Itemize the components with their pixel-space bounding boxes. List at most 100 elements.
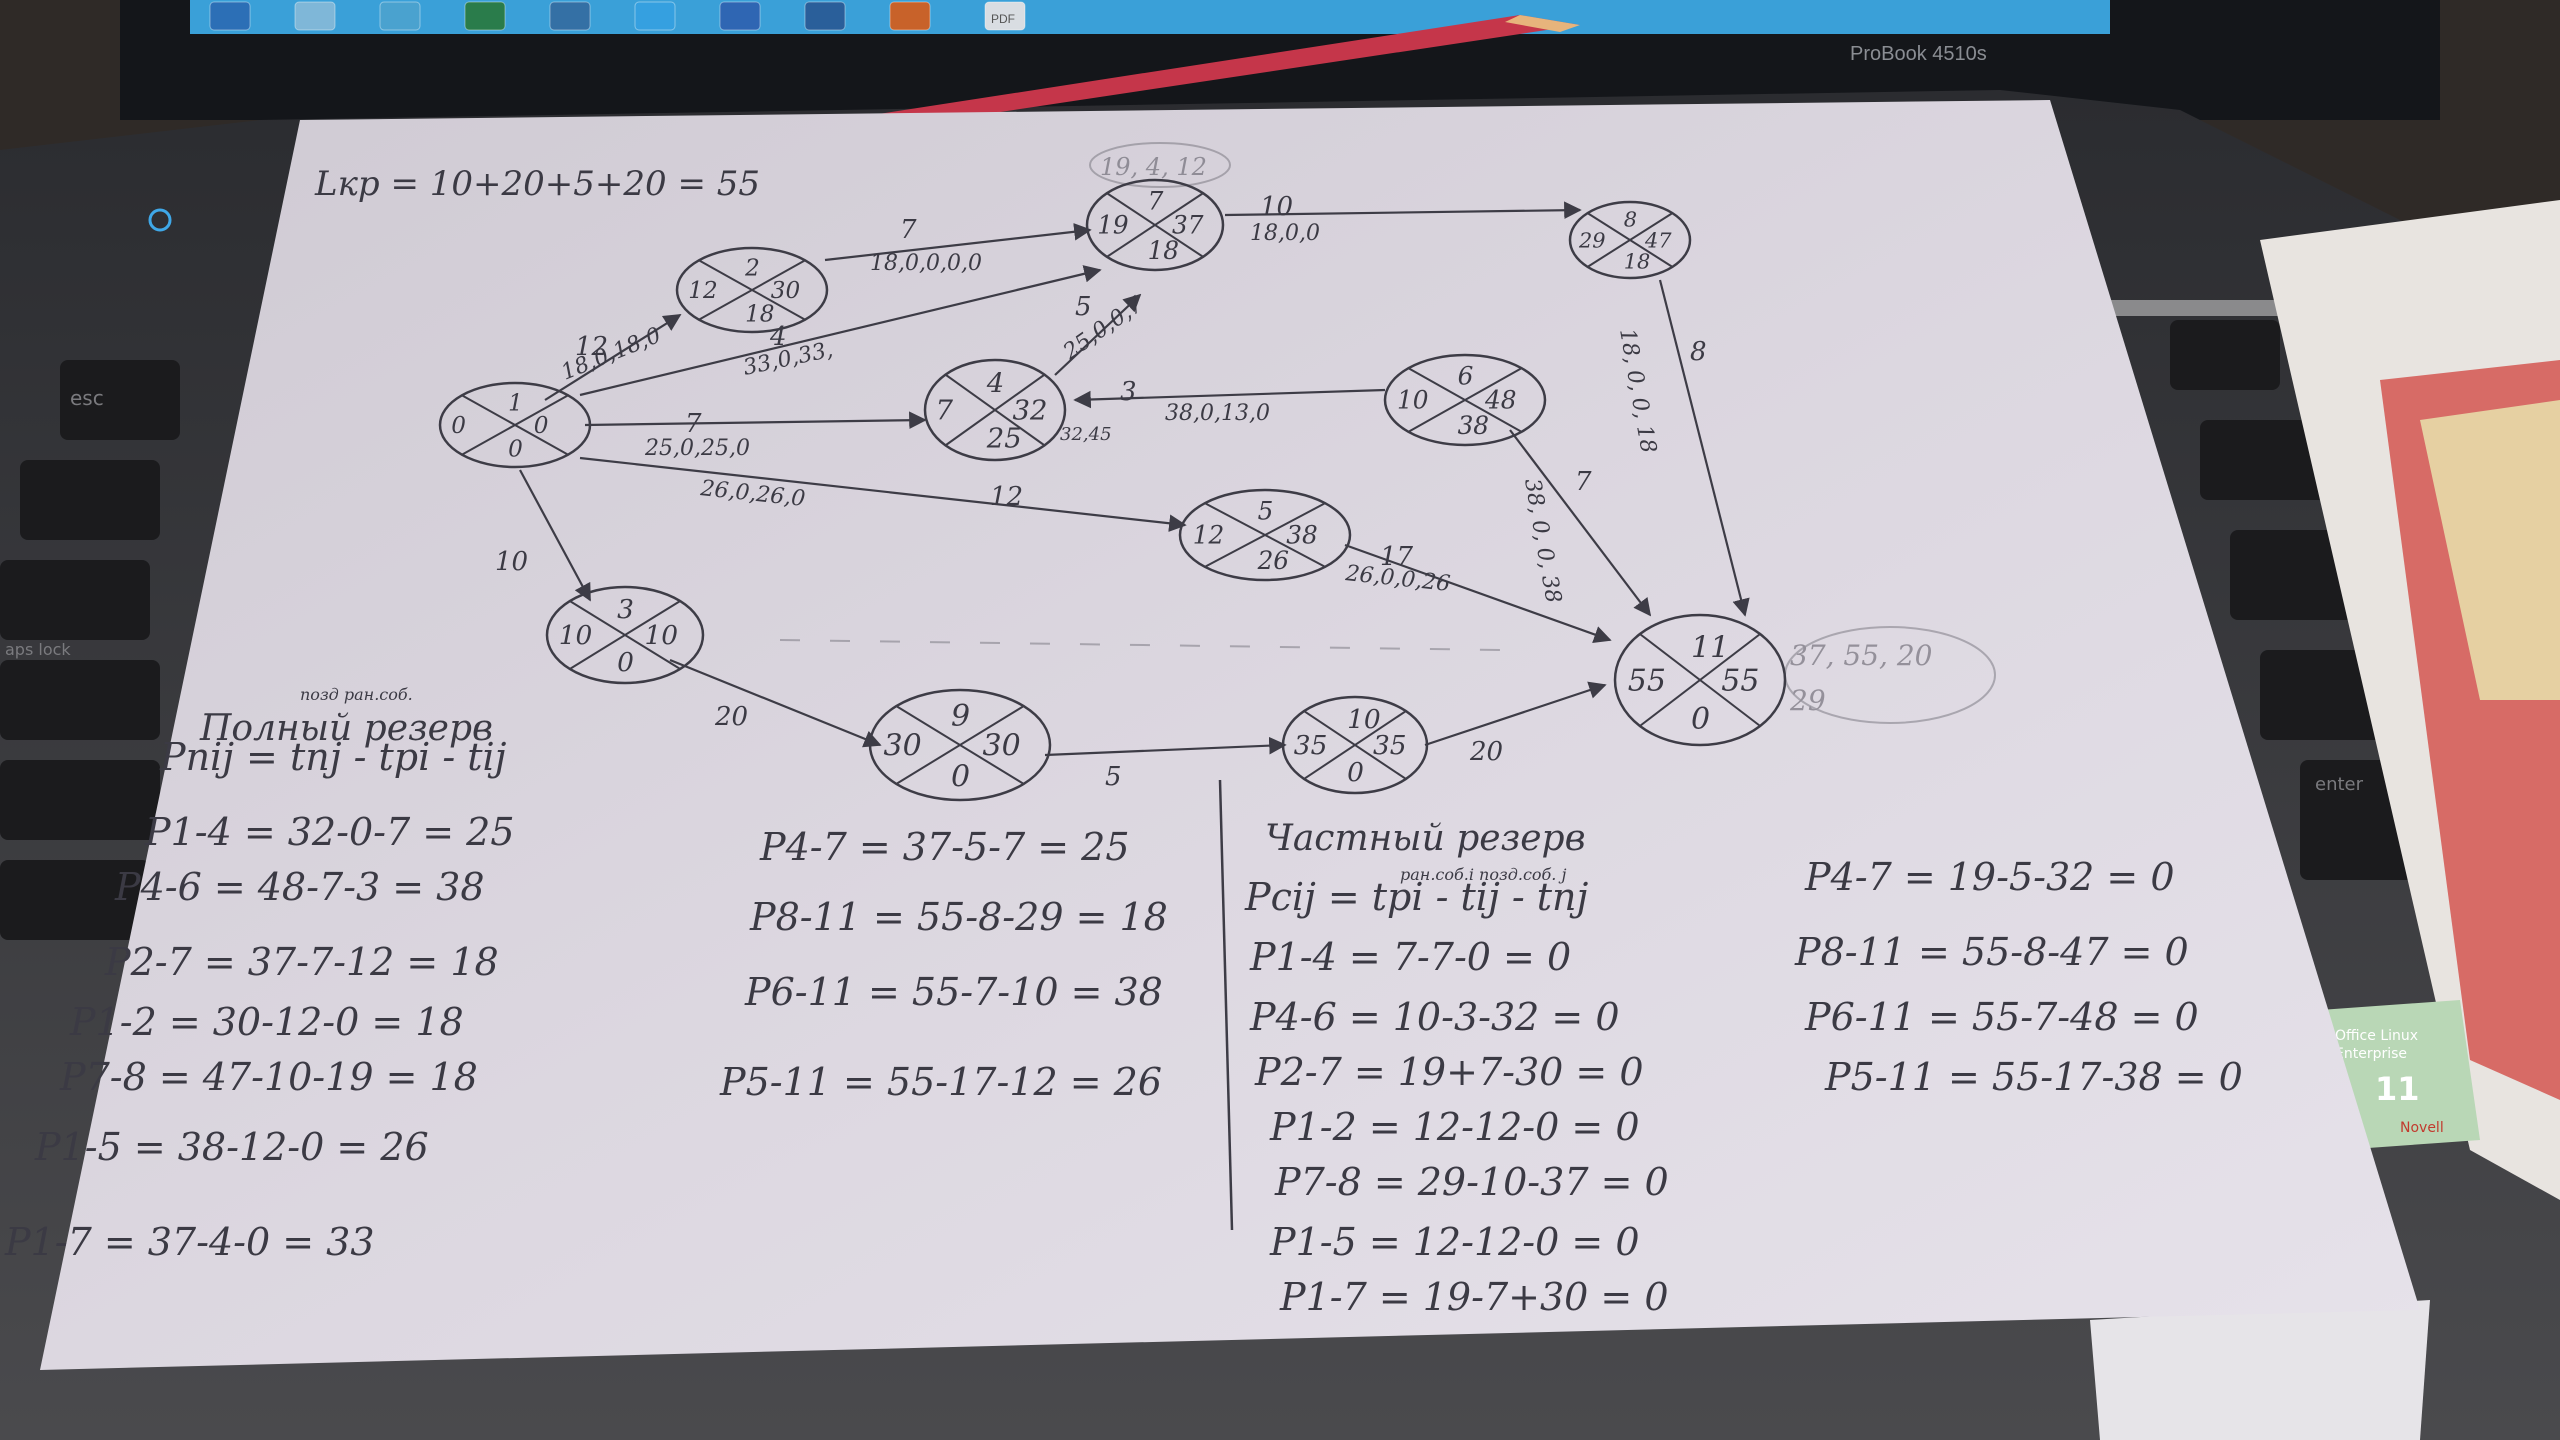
paper-sheet: [40, 100, 2420, 1370]
edge-3-9: [669, 658, 882, 748]
weight-8-11: 8: [1690, 337, 1707, 367]
node-cross-line: [1205, 502, 1325, 568]
label-1-4: 25,0,25,0: [644, 436, 750, 461]
node-late: 47: [1644, 228, 1672, 252]
side-notebook: Office Linux Enterprise 11 Novell: [2260, 200, 2560, 1200]
node-cross-line: [896, 705, 1024, 785]
partial-reserve-sub: ран.соб.i позд.соб. j: [1400, 865, 1566, 884]
node-early: 0: [451, 413, 466, 439]
partial-eq-7: P1-7 = 19-7+30 = 0: [1279, 1275, 1669, 1319]
skype-icon[interactable]: [634, 1, 676, 31]
browser-icon[interactable]: [209, 1, 251, 31]
node-cross-line: [1304, 710, 1406, 780]
full-eq-4: P1-2 = 30-12-0 = 18: [69, 1000, 464, 1044]
node-early: 7: [936, 395, 954, 427]
node-late: 32: [1013, 395, 1048, 427]
node-id: 3: [617, 594, 634, 625]
node-id: 6: [1458, 361, 1474, 390]
partial-reserve-formula: Pcij = tpi - tij - tпj: [1244, 875, 1588, 919]
partial-eq-6: P1-5 = 12-12-0 = 0: [1269, 1220, 1640, 1264]
key-esc[interactable]: esc: [70, 386, 104, 410]
faint-top-note: 19, 4, 12: [1100, 153, 1207, 181]
partial-reserve-block: Частный резерв ран.соб.i позд.соб. j Pci…: [1244, 818, 2243, 1319]
node-late: 10: [645, 620, 679, 651]
node-early: 12: [688, 278, 717, 304]
weight-1-3: 10: [495, 547, 528, 577]
weight-5-11: 17: [1380, 542, 1414, 572]
files-icon[interactable]: [549, 1, 591, 31]
divider-line: [1218, 779, 1234, 1231]
edge-5-11: [1344, 543, 1612, 643]
key-caps-lock[interactable]: aps lock: [5, 640, 71, 659]
node-late: 0: [534, 413, 549, 439]
full-eq2-3: P6-11 = 55-7-10 = 38: [744, 970, 1163, 1014]
weight-3-9: 20: [714, 702, 748, 732]
node-reserve: 0: [951, 759, 970, 794]
node-late: 48: [1484, 386, 1517, 415]
sticker-background: [2320, 1000, 2480, 1150]
weight-4-7: 5: [1075, 292, 1092, 322]
node-cross-line: [462, 394, 568, 456]
node-reserve: 25: [986, 423, 1022, 455]
partial-eq-1: P1-4 = 7-7-0 = 0: [1249, 935, 1571, 979]
word-icon[interactable]: [719, 1, 761, 31]
explorer-icon[interactable]: [294, 1, 336, 31]
app-icon[interactable]: [464, 1, 506, 31]
keyboard-left: esc aps lock: [0, 360, 180, 940]
pdf-icon[interactable]: PDF: [984, 1, 1026, 31]
node-id: 10: [1347, 704, 1381, 735]
node-early: 10: [1397, 386, 1429, 415]
node-early: 35: [1294, 730, 1328, 761]
critical-path: Lкр = 10+20+5+20 = 55: [314, 164, 760, 204]
node-id: 2: [744, 255, 760, 281]
node-circle: [1568, 200, 1692, 280]
edge-7-8: [1224, 201, 1582, 220]
label-6-4-note: 32,45: [1060, 424, 1112, 445]
node-early: 12: [1193, 521, 1225, 550]
node-id: 7: [1148, 186, 1164, 215]
firefox-icon[interactable]: [889, 1, 931, 31]
node-reserve: 18: [1624, 250, 1651, 274]
node-id: 8: [1624, 208, 1637, 232]
node-id: 9: [951, 699, 970, 734]
label-6-4: 38,0,13,0: [1165, 401, 1270, 426]
full-eq-7: P1-7 = 37-4-0 = 33: [4, 1220, 375, 1264]
m-icon[interactable]: [804, 1, 846, 31]
node-circle: [1383, 353, 1547, 447]
edge-9-10: [1044, 736, 1287, 757]
weight-6-4: 3: [1120, 377, 1137, 407]
node-cross-line: [699, 259, 805, 321]
full-eq-5: P7-8 = 47-10-19 = 18: [59, 1055, 478, 1099]
key-enter[interactable]: enter: [2315, 774, 2364, 795]
node-cross-line: [1639, 633, 1761, 727]
partial-eq-3: P2-7 = 19+7-30 = 0: [1254, 1050, 1644, 1094]
sticker-line1: Office Linux: [2335, 1028, 2418, 1044]
full-eq-3: P2-7 = 37-7-12 = 18: [104, 940, 499, 984]
node-circle: [675, 246, 829, 334]
edge-8-11: [1658, 279, 1750, 617]
full-reserve-block: Полный резерв позд ран.соб. Pпij = tпj -…: [4, 685, 1168, 1264]
partial-reserve-title: Частный резерв: [1265, 818, 1586, 859]
node-circle: [868, 688, 1052, 802]
partial-eq-4: P1-2 = 12-12-0 = 0: [1269, 1105, 1640, 1149]
weight-1-5: 12: [990, 482, 1023, 512]
media-icon[interactable]: [379, 1, 421, 31]
node-late: 55: [1721, 664, 1759, 699]
partial-eq2-4: P5-11 = 55-17-38 = 0: [1824, 1055, 2243, 1099]
node-cross-line: [1106, 192, 1204, 258]
full-eq2-1: P4-7 = 37-5-7 = 25: [759, 825, 1130, 869]
node-late: 30: [771, 278, 800, 304]
edge-6-4: [1073, 388, 1386, 409]
full-eq-2: P4-6 = 48-7-3 = 38: [114, 865, 485, 909]
node-circle: [1281, 695, 1429, 795]
node-cross-line: [1587, 212, 1673, 268]
node-late: 38: [1286, 521, 1318, 550]
power-icon[interactable]: [148, 208, 172, 232]
node-early: 19: [1097, 211, 1129, 240]
full-reserve-sub: позд ран.соб.: [300, 685, 413, 704]
